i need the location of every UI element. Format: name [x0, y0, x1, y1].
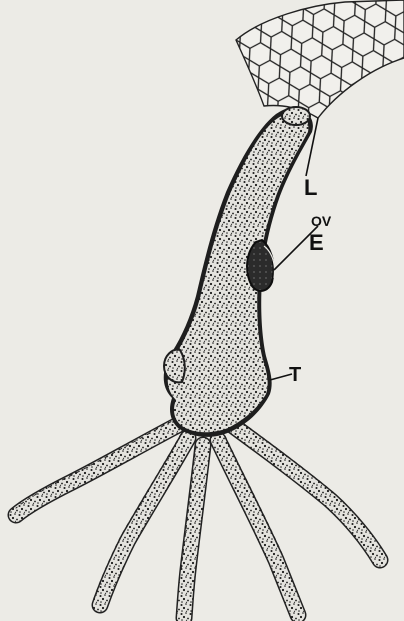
- label-l: L: [304, 175, 317, 201]
- label-ov: OV: [311, 213, 331, 229]
- tentacles: [16, 418, 380, 618]
- label-t: T: [289, 364, 301, 387]
- ovary: [247, 240, 274, 291]
- mesh-net: [236, 0, 404, 118]
- label-e: E: [309, 230, 324, 256]
- hydra-body: [164, 107, 313, 437]
